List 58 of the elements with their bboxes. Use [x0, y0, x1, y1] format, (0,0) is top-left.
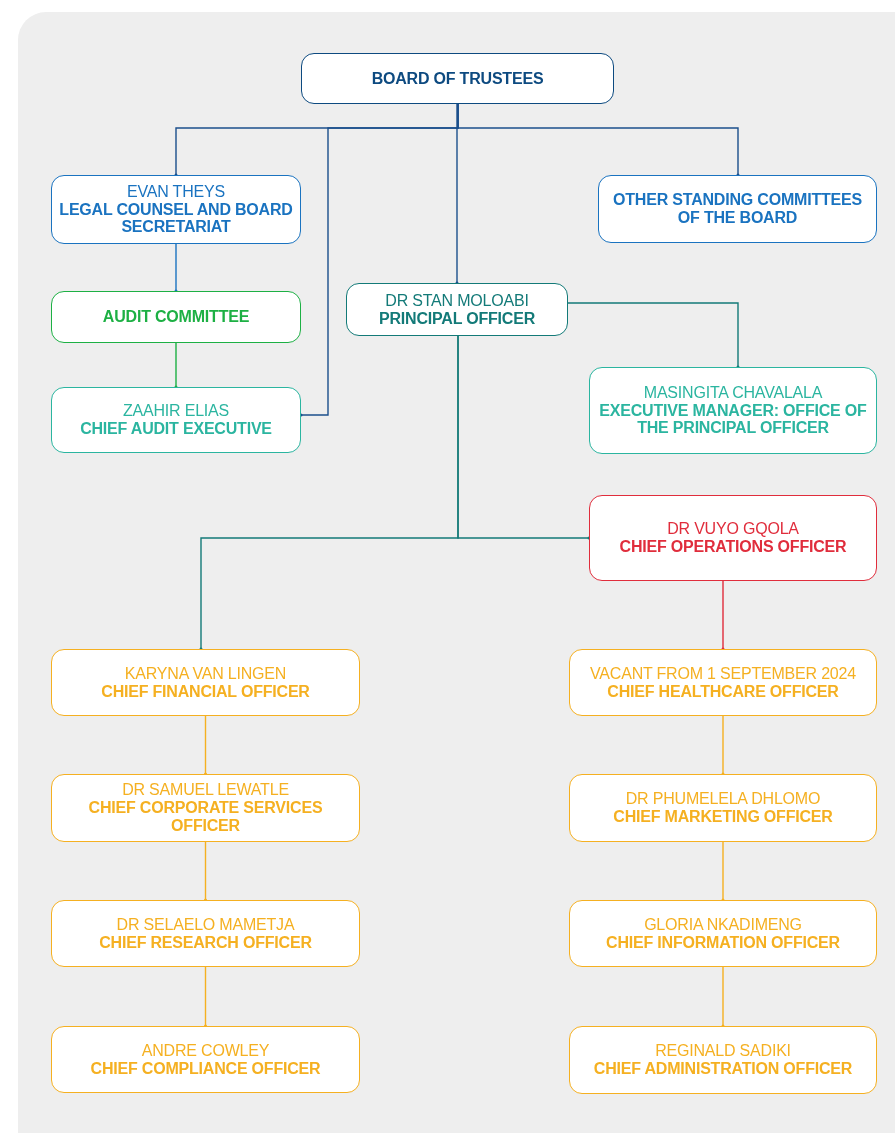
- org-box: [569, 900, 877, 967]
- connector-line: [204, 966, 207, 1028]
- org-box: [301, 53, 614, 104]
- org-box: [569, 649, 877, 716]
- job-title: AUDIT COMMITTEE: [102, 308, 250, 326]
- org-box: [51, 1026, 360, 1093]
- connector-line: [455, 103, 459, 285]
- connector-line: [174, 243, 178, 293]
- connector-line: [204, 841, 207, 902]
- org-box: [346, 283, 568, 336]
- person-name: DR SAMUEL LEWATLE: [122, 781, 289, 800]
- job-title: CHIEF FINANCIAL OFFICER: [101, 682, 310, 701]
- connector-line: [457, 335, 591, 540]
- connector-line: [567, 302, 740, 369]
- person-name: DR VUYO GQOLA: [667, 520, 799, 538]
- job-title: CHIEF OPERATIONS OFFICER: [619, 538, 847, 556]
- connector-line: [457, 103, 740, 177]
- person-name: ANDRE COWLEY: [141, 1041, 270, 1060]
- job-title: PRINCIPAL OFFICER: [379, 309, 535, 328]
- org-box: [569, 1026, 877, 1094]
- job-title: CHIEF ADMINISTRATION OFFICER: [593, 1060, 853, 1078]
- org-box: [51, 774, 360, 842]
- person-name: DR PHUMELELA DHLOMO: [625, 790, 821, 808]
- org-box: [51, 291, 301, 343]
- org-box: [51, 387, 301, 453]
- job-title: EXECUTIVE MANAGER: OFFICE OF THE PRINCIPAL OFFICER: [598, 401, 868, 438]
- org-box: [589, 495, 877, 581]
- connector-line: [721, 715, 725, 776]
- job-title: CHIEF HEALTHCARE OFFICER: [607, 682, 839, 701]
- person-name: VACANT FROM 1 SEPTEMBER 2024: [590, 664, 856, 683]
- person-name: DR STAN MOLOABI: [385, 291, 529, 310]
- org-box: [51, 649, 360, 716]
- org-box: [51, 900, 360, 967]
- person-name: EVAN THEYS: [127, 182, 225, 201]
- person-name: ZAAHIR ELIAS: [122, 402, 230, 420]
- person-name: MASINGITA CHAVALALA: [643, 383, 823, 402]
- job-title: CHIEF AUDIT EXECUTIVE: [80, 420, 272, 438]
- connector-line: [174, 342, 178, 389]
- connector-line: [721, 580, 725, 651]
- job-title: OTHER STANDING COMMITTEES OF THE BOARD: [612, 191, 863, 227]
- job-title: CHIEF CORPORATE SERVICES OFFICER: [87, 799, 324, 835]
- connector-line: [721, 966, 725, 1028]
- person-name: GLORIA NKADIMENG: [644, 915, 802, 934]
- job-title: CHIEF COMPLIANCE OFFICER: [90, 1059, 321, 1078]
- job-title: CHIEF MARKETING OFFICER: [613, 808, 833, 826]
- job-title: LEGAL COUNSEL AND BOARD SECRETARIAT: [58, 200, 294, 237]
- job-title: CHIEF INFORMATION OFFICER: [606, 933, 840, 952]
- person-name: REGINALD SADIKI: [655, 1042, 791, 1060]
- person-name: KARYNA VAN LINGEN: [124, 664, 287, 683]
- org-box: [51, 175, 301, 244]
- org-box: [569, 774, 877, 842]
- org-box: [598, 175, 877, 243]
- connector-line: [204, 715, 207, 776]
- job-title: BOARD OF TRUSTEES: [371, 69, 544, 88]
- connector-line: [721, 841, 725, 902]
- person-name: DR SELAELO MAMETJA: [116, 915, 295, 934]
- job-title: CHIEF RESEARCH OFFICER: [99, 933, 312, 952]
- org-box: [589, 367, 877, 454]
